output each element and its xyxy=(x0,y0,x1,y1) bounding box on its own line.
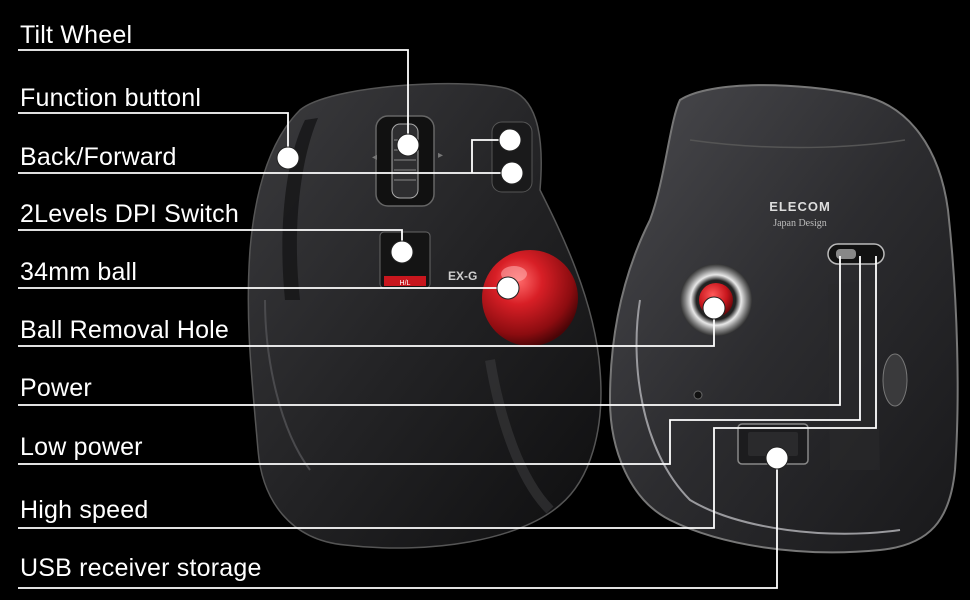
leader-back-forward-upper xyxy=(471,139,510,173)
mouse-bottom-view: ELECOM Japan Design xyxy=(608,84,959,554)
tagline-mark: Japan Design xyxy=(773,218,827,229)
leader-power xyxy=(18,256,841,406)
dot-ball xyxy=(496,276,520,300)
label-usb-storage: USB receiver storage xyxy=(20,554,262,582)
dot-forward xyxy=(500,161,524,185)
dpi-mark: H/L xyxy=(400,280,411,287)
leader-tilt-wheel xyxy=(18,49,409,145)
mouse-top-body xyxy=(247,82,602,549)
leader-function-button xyxy=(18,112,289,158)
dot-back xyxy=(498,128,522,152)
trackball xyxy=(482,250,578,346)
label-ball-removal-hole: Ball Removal Hole xyxy=(20,316,230,344)
brand-mark: ELECOM xyxy=(769,199,831,214)
svg-text:◂: ◂ xyxy=(372,152,377,163)
callout-dots xyxy=(276,128,789,470)
label-high-speed: High speed xyxy=(20,496,149,524)
label-ball: 34mm ball xyxy=(20,258,138,286)
label-power: Power xyxy=(20,374,92,402)
dot-dpi-switch xyxy=(390,240,414,264)
label-function-button: Function buttonl xyxy=(20,84,202,112)
mouse-top-view: ◂ ▸ H/L EX-G xyxy=(247,82,602,549)
label-low-power: Low power xyxy=(20,433,143,461)
svg-text:▸: ▸ xyxy=(438,150,443,161)
leader-ball-removal xyxy=(18,310,715,347)
label-back-forward: Back/Forward xyxy=(20,143,177,171)
dot-function-button xyxy=(276,146,300,170)
label-dpi-switch: 2Levels DPI Switch xyxy=(20,200,239,228)
leader-low-power xyxy=(18,256,861,465)
label-tilt-wheel: Tilt Wheel xyxy=(20,21,133,49)
leader-high-speed xyxy=(18,256,877,529)
dot-ball-removal xyxy=(702,296,726,320)
dot-usb-storage xyxy=(765,446,789,470)
leader-usb-storage xyxy=(18,458,778,589)
dot-tilt-wheel xyxy=(396,133,420,157)
mouse-bottom-body xyxy=(608,84,959,554)
model-mark: EX-G xyxy=(448,269,477,283)
